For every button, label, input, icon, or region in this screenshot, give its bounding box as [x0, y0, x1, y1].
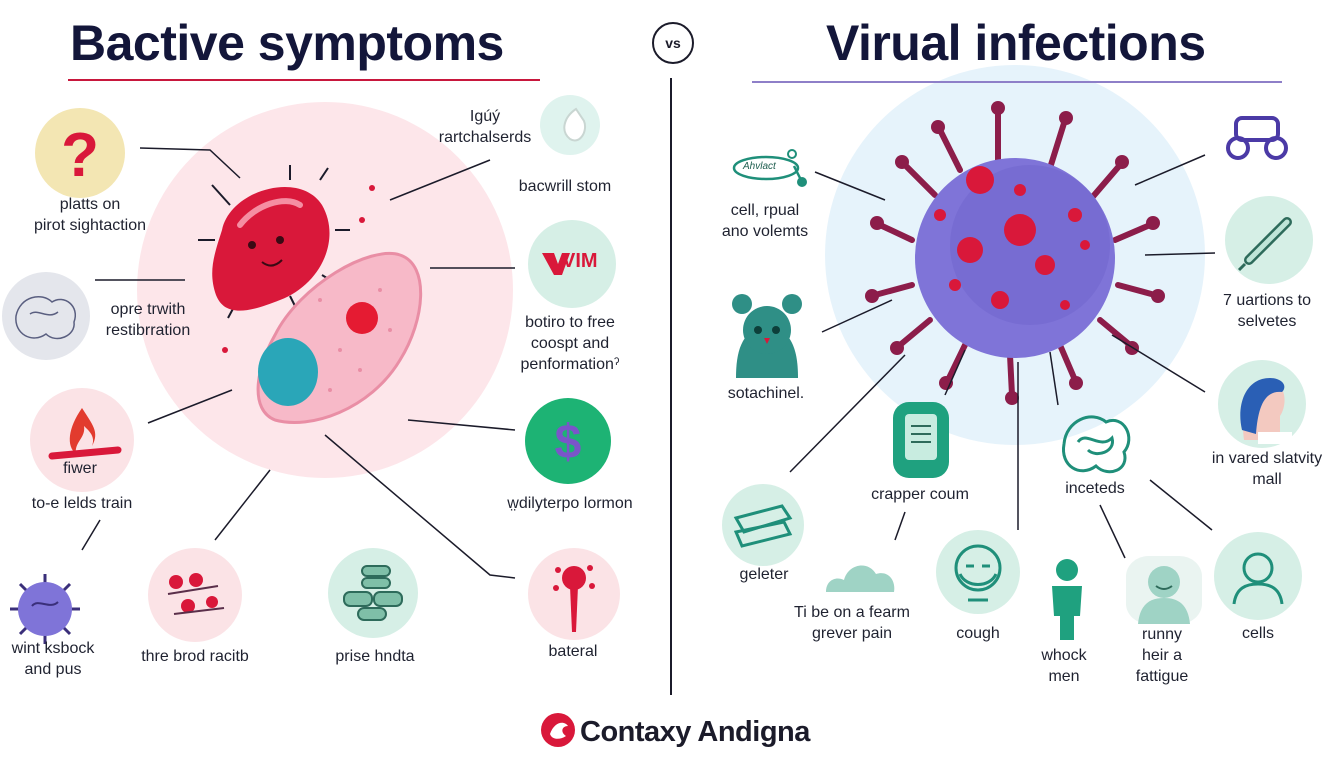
label-geleter: geleter [739, 566, 789, 583]
label-tuartions: 7 uartions to selvetes [1222, 292, 1312, 330]
label-cell: cell, rpual ano volemts [721, 202, 809, 240]
user-avatar-icon [1214, 532, 1302, 620]
label-wdily: w̤dilyterpo lormon [507, 495, 633, 512]
brand-name: Contaxy Andigna [580, 716, 810, 748]
label-inceteds: inceteds [1065, 480, 1125, 497]
vs-badge: vs [652, 22, 694, 64]
tag-label-icon: Ahvlact [730, 148, 810, 190]
label-cells: cells [1241, 625, 1274, 642]
bandage-roll-icon [722, 484, 804, 566]
label-opre: opre trwith restibrration [105, 301, 191, 339]
phone-device-icon [893, 402, 949, 478]
label-bateral: bateral [548, 643, 598, 660]
person-profile-icon [1218, 360, 1306, 448]
bacterial-title: Bactive symptoms [70, 15, 504, 71]
virus-particle [865, 101, 1165, 405]
label-crapper: crapper coum [871, 486, 969, 503]
label-prise: prise hndta [335, 648, 415, 665]
svg-text:$: $ [555, 416, 582, 469]
vim-badge-icon: VIM [528, 220, 616, 308]
label-fwer: fiwer [63, 460, 97, 477]
label-wint: wint ksbock and pus [11, 640, 95, 678]
sketch-microbe-icon [2, 272, 90, 360]
right-connectors [789, 154, 1216, 559]
flame-icon [30, 388, 134, 492]
vim-badge-text: VIM [562, 250, 598, 272]
goggles-icon [1222, 112, 1292, 164]
label-whock: whock men [1041, 647, 1087, 685]
spiky-microbe-icon [6, 570, 84, 648]
label-plats: platts on pirot sightaction [33, 196, 147, 234]
label-sotachinel: sotachinel. [727, 385, 805, 402]
pill-stack-icon [328, 548, 418, 638]
left-connectors [81, 147, 516, 579]
brand-logo-icon [540, 712, 576, 748]
label-cough: cough [956, 625, 1000, 642]
label-runny: runny heir a fattigue [1135, 626, 1189, 685]
question-mark-icon: ? [35, 108, 125, 198]
droplet-icon [540, 95, 600, 155]
smiling-man-icon [1126, 556, 1202, 624]
pink-cell [256, 252, 423, 424]
label-toe: to-e lelds train [31, 495, 133, 512]
tag-label-text: Ahvlact [743, 161, 776, 172]
label-bacwrill: bacwrill stom [518, 178, 612, 195]
masked-face-icon [936, 530, 1020, 614]
viral-title: Virual infections [826, 15, 1206, 71]
label-botiro: botiro to free coospt and penformationˀ [520, 314, 620, 373]
tangled-microbe-icon [1052, 402, 1138, 482]
label-invared: in vared slatvity mall [1211, 450, 1323, 488]
bacteria-cluster-icon [148, 548, 242, 642]
label-tibe: Ti be on a fearm grever pain [794, 604, 910, 642]
label-igu: Igúý rartchalserds [438, 108, 532, 146]
blood-splat-icon [528, 548, 620, 640]
label-thre: thre brod racitb [141, 648, 249, 665]
svg-text:?: ? [61, 121, 99, 190]
standing-person-icon [1042, 556, 1092, 642]
thermometer-icon [1225, 196, 1313, 284]
cloud-icon [822, 550, 898, 594]
dollar-icon: $ [525, 398, 611, 484]
sick-character-icon [722, 290, 812, 378]
